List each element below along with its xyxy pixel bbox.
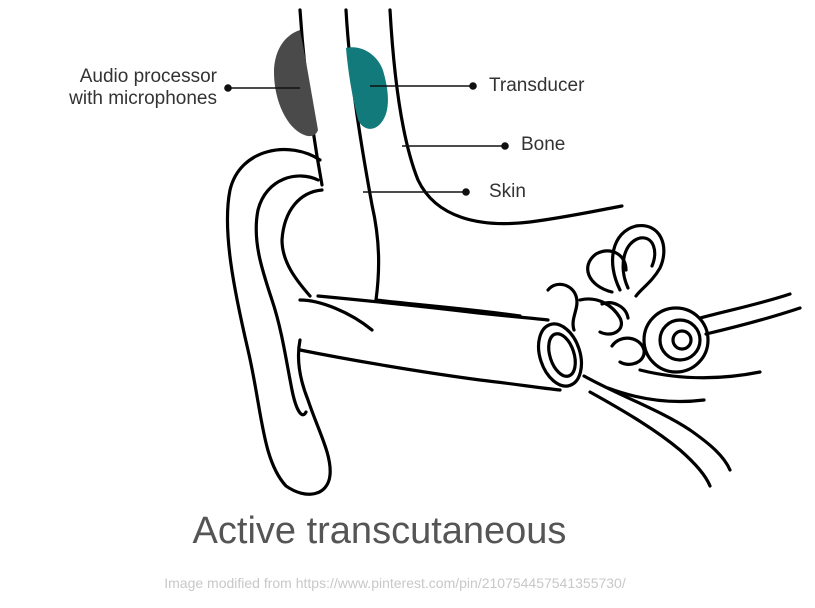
skin-leader-dot	[462, 188, 470, 196]
auditory-nerve-lower	[704, 306, 802, 336]
transducer-label: Transducer	[489, 75, 585, 96]
ossicle-incus	[578, 297, 623, 336]
transducer-device	[346, 47, 388, 129]
ossicle-malleus	[546, 282, 579, 332]
transducer-leader-dot	[469, 82, 477, 90]
eustachian-tube-lower	[588, 390, 712, 488]
semicircular-canal-1	[611, 224, 666, 298]
bone-label: Bone	[521, 134, 566, 155]
eardrum-inner	[547, 332, 577, 378]
pinna-helix-fold	[280, 188, 324, 298]
audio-processor-label: Audio processor with microphones	[69, 66, 217, 110]
image-credit: Image modified from https://www.pinteres…	[164, 575, 626, 591]
audio-processor-leader-dot	[224, 84, 232, 92]
bone-outline	[388, 8, 624, 226]
pinna-outer	[225, 147, 332, 496]
ossicle-stapes	[600, 301, 630, 320]
diagram-title: Active transcutaneous	[192, 510, 567, 552]
auditory-nerve-upper	[698, 292, 792, 320]
cochlea-outer	[642, 306, 710, 374]
ear-canal-wall	[374, 298, 522, 318]
pinna-concha	[298, 298, 374, 332]
audio-processor-label-line2: with microphones	[69, 88, 217, 109]
middle-ear-wall	[606, 386, 706, 404]
audio-processor-device	[274, 30, 318, 137]
audio-processor-label-line1: Audio processor	[79, 66, 217, 87]
ear-canal-upper	[316, 294, 550, 322]
semicircular-canal-1-inner	[621, 236, 657, 290]
pinna-inner-fold	[254, 174, 320, 417]
semicircular-canal-2	[586, 249, 628, 294]
vestibule	[610, 336, 646, 366]
cochlea-inner	[671, 329, 693, 351]
eardrum	[536, 322, 584, 388]
cochlea-mid	[658, 318, 702, 362]
bone-leader-dot	[501, 142, 509, 150]
skin-label: Skin	[489, 181, 526, 202]
ear-canal-lower	[298, 348, 562, 392]
inner-ear-wall	[638, 368, 762, 380]
eustachian-tube-upper	[582, 374, 732, 472]
